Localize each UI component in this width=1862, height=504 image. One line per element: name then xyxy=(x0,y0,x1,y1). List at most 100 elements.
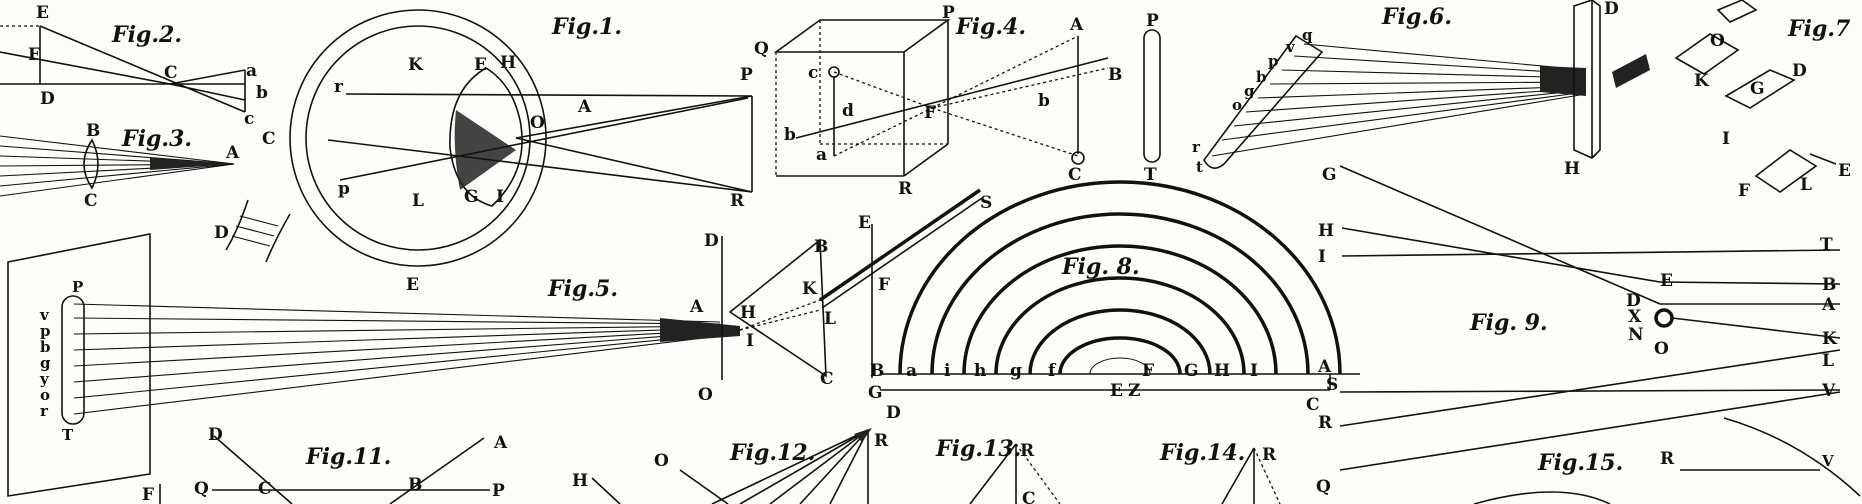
rod-label: T xyxy=(1144,165,1157,185)
fig-9-label: N xyxy=(1628,325,1644,345)
fig-6-label: o xyxy=(1232,96,1242,114)
fig-8-label: G xyxy=(868,383,883,403)
fig-1-eye-diagram: Fig.1. K E H O A r p L G I C D E P R xyxy=(214,9,753,295)
fig-2-label: D xyxy=(40,89,55,109)
fig-12-title: Fig.12. xyxy=(729,440,815,466)
fig-13-label: C xyxy=(1022,489,1036,504)
fig-9-label: K xyxy=(1822,329,1838,349)
fig-8-label: h xyxy=(974,361,986,381)
fig-4-label: C xyxy=(1068,165,1082,185)
fig-12-label: O xyxy=(654,451,669,471)
fig-8-label: g xyxy=(1010,361,1022,381)
fig-12-label: H xyxy=(572,471,588,491)
fig-5-label: o xyxy=(40,386,50,404)
fig-8-label: Z xyxy=(1128,381,1140,401)
fig-15-label: R xyxy=(1660,449,1675,469)
fig-11-title: Fig.11. xyxy=(305,444,391,470)
fig-4-cube-diagram: Fig.4. Q P A B c d b a F b R C xyxy=(754,3,1122,199)
fig-5-label: A xyxy=(689,297,704,317)
fig-7-label: K xyxy=(1694,71,1710,91)
fig-8-label: S xyxy=(1326,375,1338,395)
fig-14-label: R xyxy=(1262,445,1277,465)
fig-3-title: Fig.3. xyxy=(121,126,192,152)
fig-1-label: R xyxy=(730,191,745,211)
fig-1-label: A xyxy=(577,97,592,117)
fig-8-label: A xyxy=(1317,357,1332,377)
fig-5-label: D xyxy=(704,231,719,251)
fig-13-label: R xyxy=(1020,441,1035,461)
fig-9-title: Fig. 9. xyxy=(1469,310,1548,336)
fig-7-label: I xyxy=(1722,129,1730,149)
fig-11-label: C xyxy=(258,479,272,499)
fig-1-label: L xyxy=(412,191,424,211)
fig-2-label: F xyxy=(28,45,40,65)
fig-7-label: G xyxy=(1750,79,1765,99)
fig-4-label: b xyxy=(784,125,796,145)
fig-9-label: Q xyxy=(1316,477,1331,497)
fig-5-label: S xyxy=(980,193,992,213)
fig-4-label: R xyxy=(898,179,913,199)
fig-5-label: C xyxy=(820,369,834,389)
fig-8-label: f xyxy=(1048,361,1057,381)
fig-1-label: P xyxy=(740,65,753,85)
fig-7-label: D xyxy=(1792,61,1807,81)
fig-3-label: A xyxy=(225,143,240,163)
fig-7-title: Fig.7 xyxy=(1787,16,1851,42)
fig-12-label: R xyxy=(874,431,889,451)
fig-5-label: O xyxy=(698,385,713,405)
fig-6-label: D xyxy=(1604,0,1619,19)
fig-5-label: v xyxy=(39,306,50,324)
fig-5-label: L xyxy=(824,309,836,329)
fig-6-label: b xyxy=(1256,68,1267,86)
fig-8-label: G xyxy=(1184,361,1199,381)
fig-2-title: Fig.2. xyxy=(111,22,182,48)
fig-4-label: P xyxy=(942,3,955,23)
fig-8-label: D xyxy=(886,403,901,423)
fig-1-label: C xyxy=(262,129,276,149)
fig-5-label: r xyxy=(40,402,49,420)
fig-8-label: C xyxy=(1306,395,1320,415)
fig-5-label: F xyxy=(878,275,890,295)
fig-5-label: g xyxy=(40,354,51,372)
fig-6-label: H xyxy=(1564,159,1580,179)
fig-9-label: B xyxy=(1822,275,1836,295)
fig-4-title: Fig.4. xyxy=(955,14,1026,40)
rod-label: P xyxy=(1146,11,1159,31)
fig-3-label: B xyxy=(86,121,100,141)
fig-6-label: v xyxy=(1285,38,1296,56)
fig-1-label: I xyxy=(496,187,504,207)
fig-5-label: y xyxy=(39,370,50,388)
fig-5-title: Fig.5. xyxy=(547,276,618,302)
fig-6-diagram: Fig.6. q v p b g o r t D H xyxy=(1192,0,1650,179)
fig-15-label: V xyxy=(1821,452,1834,470)
fig-9-label: I xyxy=(1318,247,1326,267)
fig-1-label: K xyxy=(408,55,424,75)
fig-9-label: L xyxy=(1822,351,1834,371)
fig-2-label: c xyxy=(244,109,254,129)
fig-15-title: Fig.15. xyxy=(1537,450,1623,476)
fig-4-label: d xyxy=(842,101,854,121)
fig-7-label: O xyxy=(1710,31,1725,51)
fig-5-diagram: Fig.5. P v p b g y o r T D A H I O B K L… xyxy=(7,188,992,497)
fig-11-label: Q xyxy=(194,479,209,499)
fig-2-label: a xyxy=(246,61,257,81)
fig-5-label: b xyxy=(40,338,51,356)
fig-3-label: C xyxy=(84,191,98,211)
fig-1-label: r xyxy=(334,77,344,97)
fig-4-label: b xyxy=(1038,91,1050,111)
fig-5-label: H xyxy=(740,303,756,323)
fig-6-label: t xyxy=(1196,158,1203,176)
fig-8-label: B xyxy=(870,361,884,381)
fig-13-title: Fig.13. xyxy=(935,436,1021,462)
fig-14-diagram: Fig.14. R xyxy=(1159,440,1281,504)
fig-8-label: H xyxy=(1214,361,1230,381)
fig-8-label: a xyxy=(906,361,917,381)
fig-1-label: G xyxy=(464,187,479,207)
fig-4-label: c xyxy=(808,63,818,83)
fig-8-title: Fig. 8. xyxy=(1061,254,1140,280)
fig-9-label: A xyxy=(1821,295,1836,315)
fig-1-label: p xyxy=(338,179,350,199)
fig-8-label: F xyxy=(1142,361,1154,381)
fig-5-label: T xyxy=(62,426,74,444)
fig-5-label: p xyxy=(40,322,51,340)
